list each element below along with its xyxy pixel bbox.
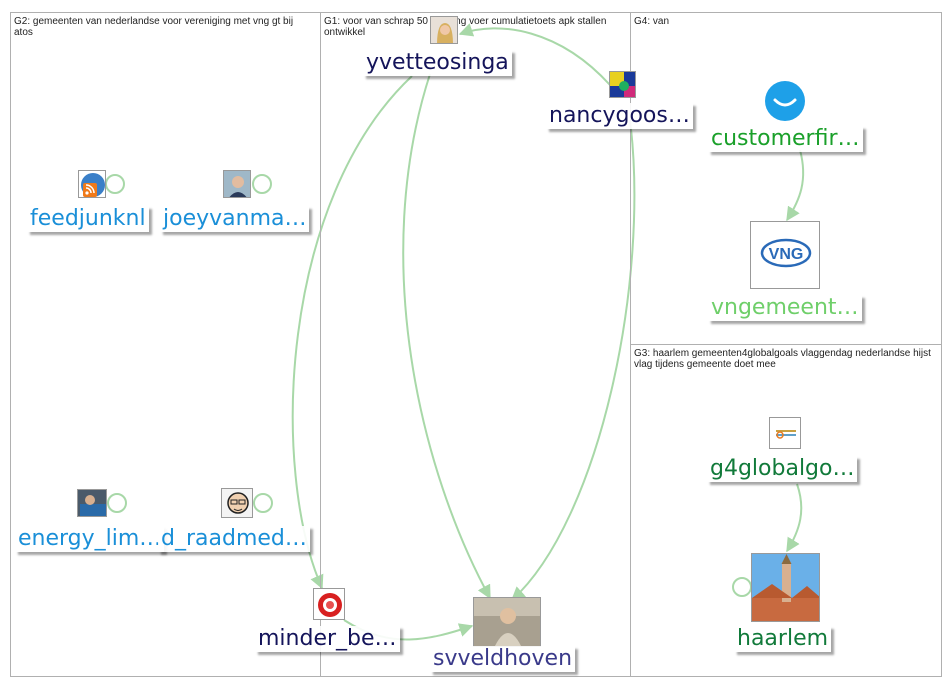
self-loop-edge-raadmed	[253, 493, 273, 513]
edge-yvetteosinga-to-svveldhoven	[402, 73, 491, 600]
node-label-raadmed[interactable]: d_raadmed…	[158, 526, 310, 552]
person-photo-icon[interactable]	[473, 597, 541, 647]
node-label-joeyvanma[interactable]: joeyvanma…	[160, 206, 310, 232]
edge-customerfir-to-vngemeent	[786, 149, 805, 222]
node-label-minder-be[interactable]: minder_be…	[255, 626, 400, 652]
node-label-customerfir[interactable]: customerfir…	[708, 126, 863, 152]
node-label-svveldhoven[interactable]: svveldhoven	[430, 646, 576, 672]
edge-nancygoos-to-svveldhoven	[510, 119, 636, 601]
person-car-photo-icon[interactable]	[77, 489, 107, 517]
self-loop-edge-joeyvanma	[252, 174, 272, 194]
colorful-art-icon[interactable]	[609, 71, 636, 98]
self-loop-edge-energy_lim	[107, 493, 127, 513]
smile-logo-icon[interactable]	[764, 80, 806, 122]
group-label-g4: G4: van	[634, 16, 670, 27]
vng-logo-text: VNG	[769, 246, 804, 263]
person-photo-icon[interactable]	[223, 170, 251, 198]
node-label-feedjunknl[interactable]: feedjunknl	[27, 206, 149, 232]
node-label-vngemeent[interactable]: vngemeent…	[708, 295, 862, 321]
edge-g4globalgo-to-haarlem	[786, 483, 803, 553]
red-logo-icon[interactable]	[313, 588, 345, 620]
document-logo-icon[interactable]	[769, 417, 801, 449]
rss-globe-icon[interactable]	[78, 170, 106, 198]
node-label-g4globalgo[interactable]: g4globalgo…	[707, 456, 858, 482]
cartoon-face-icon[interactable]	[221, 488, 253, 518]
node-label-yvetteosinga[interactable]: yvetteosinga	[363, 50, 512, 76]
group-box-g2	[10, 12, 321, 677]
group-label-g3: G3: haarlem gemeenten4globalgoals vlagge…	[634, 348, 931, 370]
church-photo-icon[interactable]	[751, 553, 820, 622]
person-photo-icon[interactable]	[430, 16, 458, 44]
vng-logo-icon[interactable]: VNG	[750, 221, 820, 289]
node-label-energy-lim[interactable]: energy_lim…	[15, 526, 165, 552]
group-label-g2: G2: gemeenten van nederlandse voor veren…	[14, 16, 294, 38]
group-label-g1: G1: voor van schrap 50 regeling voer cum…	[324, 16, 607, 38]
edge-nancygoos-to-yvetteosinga	[458, 23, 611, 86]
node-label-haarlem[interactable]: haarlem	[734, 626, 832, 652]
group-box-g3	[630, 344, 942, 677]
self-loop-edge-feedjunknl	[105, 174, 125, 194]
node-label-nancygoos[interactable]: nancygoos…	[546, 103, 693, 129]
